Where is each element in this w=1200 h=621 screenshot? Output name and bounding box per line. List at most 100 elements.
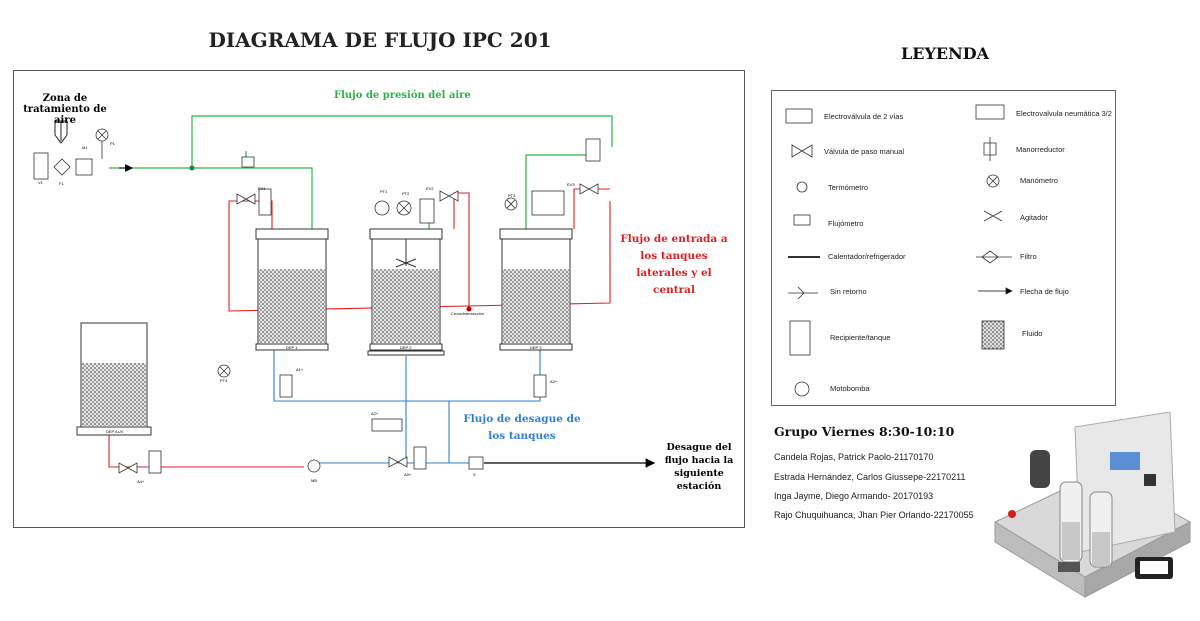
flow-diagram: V1 F1 M1 P1 EV1 PT1 PT2 EV2 PT3 EV3 DEP …	[33, 115, 656, 484]
tag-v1: V1	[38, 180, 44, 185]
legend-item: Motobomba	[830, 384, 870, 393]
tank-3	[499, 228, 573, 351]
air-junction	[189, 165, 195, 171]
legend-2way-valve-icon	[785, 108, 813, 124]
legend-thermometer-icon	[796, 181, 808, 193]
drain-out-label: Desague del flujo hacia la siguiente est…	[664, 442, 734, 492]
instruments	[118, 138, 601, 474]
agitator-icon	[395, 239, 417, 268]
valve-a5	[413, 446, 427, 470]
member-name: Candela Rojas, Patrick Paolo-21170170	[774, 452, 934, 462]
valve-v1	[33, 152, 49, 180]
tag-a1: A1+	[296, 367, 304, 372]
legend-tank-icon	[789, 320, 811, 356]
aux-to-pump	[108, 433, 304, 468]
tag-pt1: PT1	[380, 189, 388, 194]
flowmeter-s	[468, 456, 484, 470]
tank-2	[367, 228, 445, 356]
tag-tank2: DEP 2	[400, 345, 412, 350]
member-name: Rajo Chuquihuanca, Jhan Pier Orlando-221…	[774, 510, 974, 520]
legend-title: LEYENDA	[901, 44, 989, 63]
legend-item: Filtro	[1020, 252, 1037, 261]
valve-a4	[148, 450, 162, 474]
legend-item: Válvula de paso manual	[824, 147, 905, 156]
tag-aux: DEP AUX	[106, 429, 124, 434]
tag-a2: A2+	[371, 411, 379, 416]
tag-pt4: PT4	[220, 378, 228, 383]
drain-collector	[273, 346, 541, 402]
legend-manual-valve-icon	[791, 144, 813, 158]
air-main-line	[109, 167, 313, 229]
legend-item: Agitador	[1020, 213, 1048, 222]
legend-item: Electrovalvula neumática 3/2	[1016, 109, 1112, 118]
reducer-1	[241, 156, 255, 168]
inlet-flow-label: Flujo de entrada a los tanques laterales…	[620, 233, 728, 296]
legend-agitator-icon	[983, 210, 1003, 222]
motor-pump-icon	[307, 459, 321, 473]
drain-flow-label: Flujo de desague de los tanques	[463, 413, 581, 442]
legend-item: Sin retorno	[830, 287, 867, 296]
tag-ev2: EV2	[426, 186, 434, 191]
inlet-tank2	[453, 192, 470, 309]
valve-a2	[371, 418, 403, 432]
air-inlet-arrow-icon	[54, 120, 68, 144]
air-branch-3	[525, 154, 586, 229]
thermometer-pt1-icon	[374, 200, 390, 216]
diagram-frame: V1 F1 M1 P1 EV1 PT1 PT2 EV2 PT3 EV3 DEP …	[13, 70, 745, 528]
air-treatment-unit	[33, 128, 109, 180]
manual-valve-2-icon	[439, 190, 459, 202]
legend-item: Calentador/refrigerador	[828, 252, 906, 261]
legend-item: Electroválvula de 2 vías	[824, 112, 904, 121]
legend-item: Flujómetro	[828, 219, 864, 228]
legend-item: Manorreductor	[1016, 145, 1065, 154]
cross-junction	[466, 306, 472, 312]
legend-reducer-icon	[983, 137, 997, 161]
legend-item: Flecha de flujo	[1020, 287, 1069, 296]
regulator-m1	[75, 158, 93, 176]
inlet-lines	[108, 188, 611, 468]
tank-1	[255, 228, 329, 351]
legend-fluid-icon	[981, 320, 1005, 350]
tag-a4: A4+	[137, 479, 145, 484]
manual-valve-1-icon	[236, 193, 256, 205]
solenoid-ev1	[258, 188, 272, 216]
tag-f1: F1	[59, 181, 64, 186]
manual-valve-4-icon	[118, 462, 138, 474]
solenoid-upper	[585, 138, 601, 162]
air-zone-label: Zona de tratamiento de aire	[23, 93, 107, 126]
tag-a5: A5+	[404, 472, 412, 477]
tag-s: S	[473, 472, 476, 477]
inlet-tank3	[573, 188, 610, 229]
legend-item: Manómetro	[1020, 176, 1058, 185]
page-title: DIAGRAMA DE FLUJO IPC 201	[208, 28, 552, 52]
member-name: Inga Jayme, Diego Armando- 20170193	[774, 491, 934, 501]
tank-aux	[76, 322, 152, 436]
member-name: Estrada Hernández, Carlos Giussepe-22170…	[774, 472, 966, 482]
filter-icon	[53, 158, 71, 176]
legend-pump-icon	[794, 381, 810, 397]
tag-m1: M1	[82, 145, 88, 150]
solenoid-ev2	[419, 198, 435, 224]
legend-flowmeter-icon	[793, 214, 811, 226]
tag-mb: MB	[311, 478, 317, 483]
inlet-main-loop	[228, 200, 611, 312]
tag-pt2: PT2	[402, 191, 410, 196]
legend-nonreturn-icon	[788, 286, 818, 300]
air-pressure-lines	[109, 115, 613, 229]
equipment-illustration	[993, 412, 1192, 598]
drain-lines	[273, 346, 541, 464]
tag-a3: A3+	[550, 379, 558, 384]
air-upper-line	[191, 115, 613, 168]
legend-item: Fluido	[1022, 329, 1043, 338]
air-flow-label: Flujo de presión del aire	[334, 90, 471, 101]
manual-valve-3-icon	[579, 183, 599, 195]
valve-a3	[533, 374, 547, 398]
solenoid-ev3	[531, 190, 565, 216]
legend-filter-icon	[976, 250, 1012, 264]
valve-a1	[279, 374, 293, 398]
cross-label: Cruce/intersección	[451, 311, 484, 316]
tag-p1: P1	[110, 141, 116, 146]
tag-pt3: PT3	[508, 193, 516, 198]
tag-tank3: DEP 3	[530, 345, 542, 350]
legend-symbols	[785, 104, 1013, 397]
